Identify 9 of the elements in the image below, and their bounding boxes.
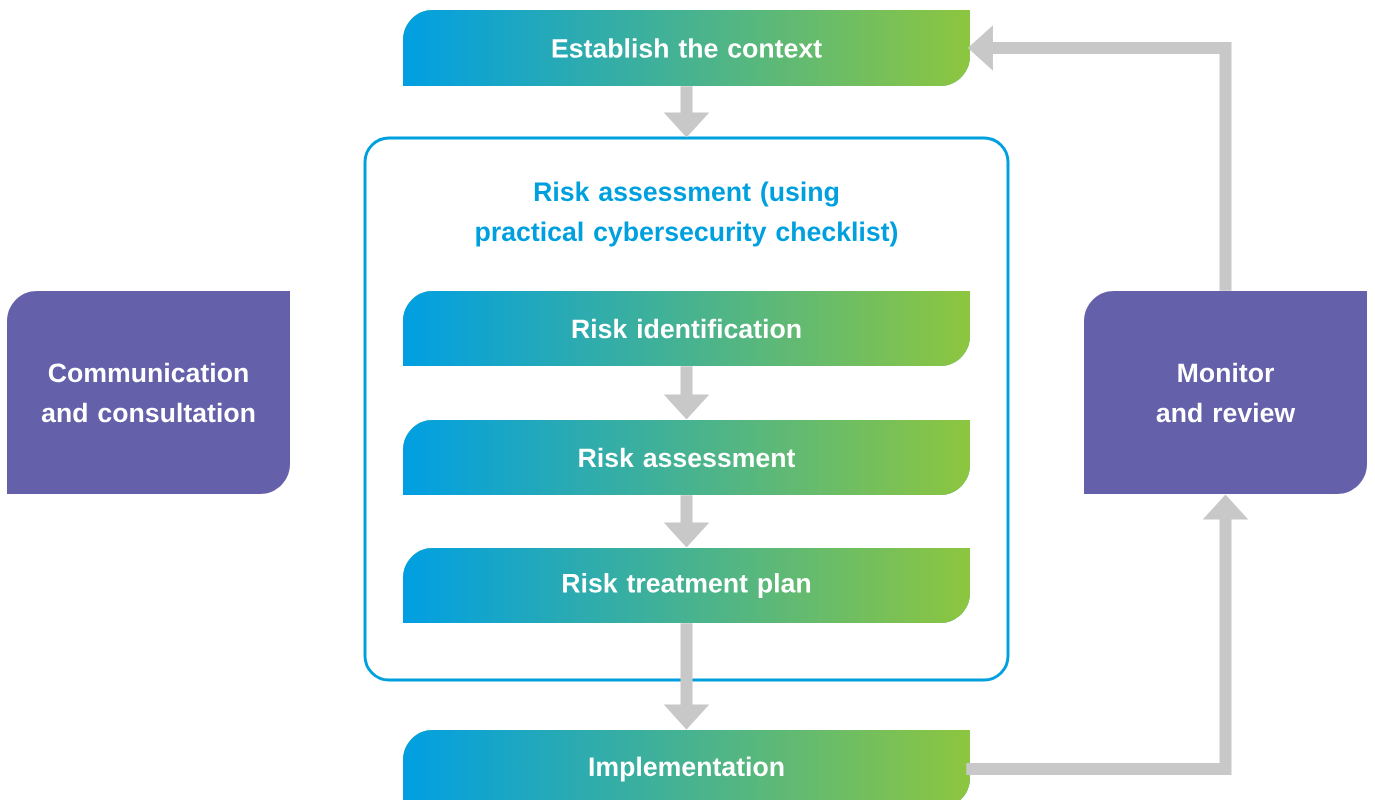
process-box: Risk identification [403, 291, 970, 366]
group-frame [363, 136, 1010, 682]
process-box: Establish the context [403, 10, 970, 86]
process-box: Risk assessment [403, 420, 970, 495]
section-heading: Risk assessment (using practical cybersecurity checklist) [476, 181, 898, 247]
side-box: Monitor and review [1084, 291, 1367, 494]
process-box: Implementation [403, 730, 970, 800]
side-box: Communication and consultation [7, 291, 290, 494]
process-box: Risk treatment plan [403, 548, 970, 623]
